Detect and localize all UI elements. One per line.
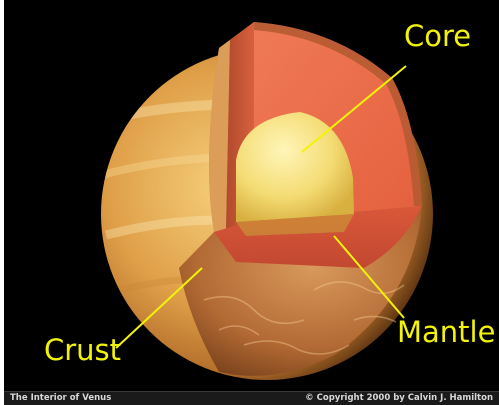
caption-copyright: © Copyright 2000 by Calvin J. Hamilton bbox=[305, 393, 493, 404]
caption-title: The Interior of Venus bbox=[10, 393, 111, 404]
venus-interior-diagram: Core Mantle Crust The Interior of Venus … bbox=[4, 0, 499, 405]
caption-bar: The Interior of Venus © Copyright 2000 b… bbox=[4, 391, 499, 405]
label-mantle: Mantle bbox=[397, 318, 495, 347]
label-crust: Crust bbox=[44, 336, 121, 365]
label-core: Core bbox=[404, 22, 471, 51]
